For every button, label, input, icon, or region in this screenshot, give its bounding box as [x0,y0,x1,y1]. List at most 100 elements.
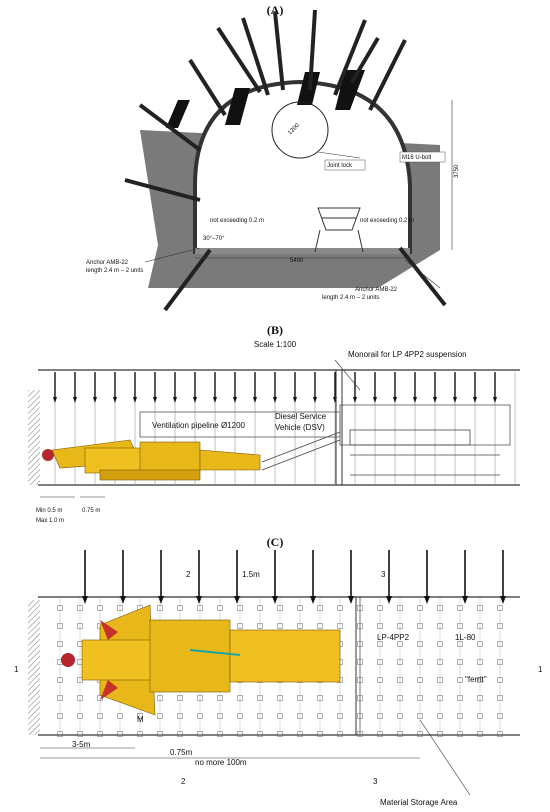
grid-node [157,605,163,611]
grid-node [137,731,143,737]
grid-node [417,695,423,701]
roof-bolt-tip [113,397,117,403]
roof-plate [225,88,250,125]
grid-node [357,623,363,629]
max-label: Max 1.0 m [36,518,64,524]
grid-node [77,695,83,701]
grid-node [477,623,483,629]
grid-node [337,605,343,611]
grid-node [497,677,503,683]
panel-b-longitudinal: Ventilation pipeline Ø1200 Diesel Servic… [28,359,520,524]
grid-node [57,695,63,701]
sec3-top: 3 [381,570,386,579]
roof-bolt-tip [462,596,468,604]
grid-node [377,659,383,665]
grid-node [337,623,343,629]
grid-node [177,695,183,701]
grid-node [417,605,423,611]
grid-node [57,605,63,611]
dist1: 3-5m [72,740,91,749]
side1-right: 1 [538,665,543,674]
grid-node [297,731,303,737]
anchor-left-2: length 2.4 m – 2 units [86,268,143,274]
vent-label: Ventilation pipeline Ø1200 [152,421,246,430]
anchor-right-2: length 2.4 m – 2 units [322,295,379,301]
grid-node [157,695,163,701]
grid-node [437,623,443,629]
grid-node [417,677,423,683]
sec3-bottom: 3 [373,777,378,786]
dsv-box [339,404,511,446]
grid-node [377,713,383,719]
height-value: 3750 [454,164,460,178]
roof-bolt-tip [353,397,357,403]
roof-bolt-tip [120,596,126,604]
lp-label: LP-4PP2 [377,633,410,642]
dsv-label-2: Vehicle (DSV) [275,423,325,432]
panel-b-label: (B) [267,323,283,337]
grid-node [437,713,443,719]
not-exceed-right: not exceeding 0.2 m [360,218,414,224]
grid-node [397,713,403,719]
grid-node [377,695,383,701]
grid-node [377,605,383,611]
grid-node [297,695,303,701]
roof-bolt-tip [82,596,88,604]
floor-band [195,248,410,254]
grid-node [397,677,403,683]
grid-node [217,731,223,737]
roadheader-side [42,439,261,481]
dsv-label-1: Diesel Service [275,412,327,421]
grid-node [457,605,463,611]
grid-node [197,731,203,737]
grid-node [477,731,483,737]
il-label: 1L-80 [455,633,476,642]
grid-node [337,695,343,701]
grid-node [357,731,363,737]
ferrit-label: "ferrit" [465,675,487,684]
grid-node [497,731,503,737]
grid-node [437,695,443,701]
grid-node [417,623,423,629]
grid-node [377,623,383,629]
grid-node [277,713,283,719]
grid-node [97,605,103,611]
grid-node [257,695,263,701]
joint-lock-label: Joint lock [327,163,353,169]
roof-bolt-tip [93,397,97,403]
roadheader-plan [61,604,341,716]
grid-node [257,731,263,737]
grid-node [197,713,203,719]
roof-bolt-tip [233,397,237,403]
roof-bolt-tip [234,596,240,604]
grid-node [437,641,443,647]
grid-node [497,713,503,719]
roof-bolt-tip [373,397,377,403]
grid-node [297,713,303,719]
roof-bolt-tip [196,596,202,604]
grid-node [437,659,443,665]
grid-node [477,713,483,719]
anchor-left-1: Anchor AMB-22 [86,260,129,266]
grid-node [317,731,323,737]
grid-node [417,641,423,647]
grid-node [397,731,403,737]
grid-node [477,659,483,665]
grid-node [77,713,83,719]
grid-node [357,659,363,665]
min-label: Min 0.5 m [36,508,62,514]
spacing-label-b: 0.75 m [82,508,100,514]
grid-node [317,713,323,719]
grid-node [457,695,463,701]
face-hatch [28,390,40,485]
roof-bolt-tip [348,596,354,604]
grid-node [497,605,503,611]
roof-bolt-tip [153,397,157,403]
grid-node [317,623,323,629]
roof-bolt-tip [272,596,278,604]
roof-bolt-tip [193,397,197,403]
roof-bolt-tip [433,397,437,403]
grid-node [417,731,423,737]
dist2: 0.75m [170,748,193,757]
